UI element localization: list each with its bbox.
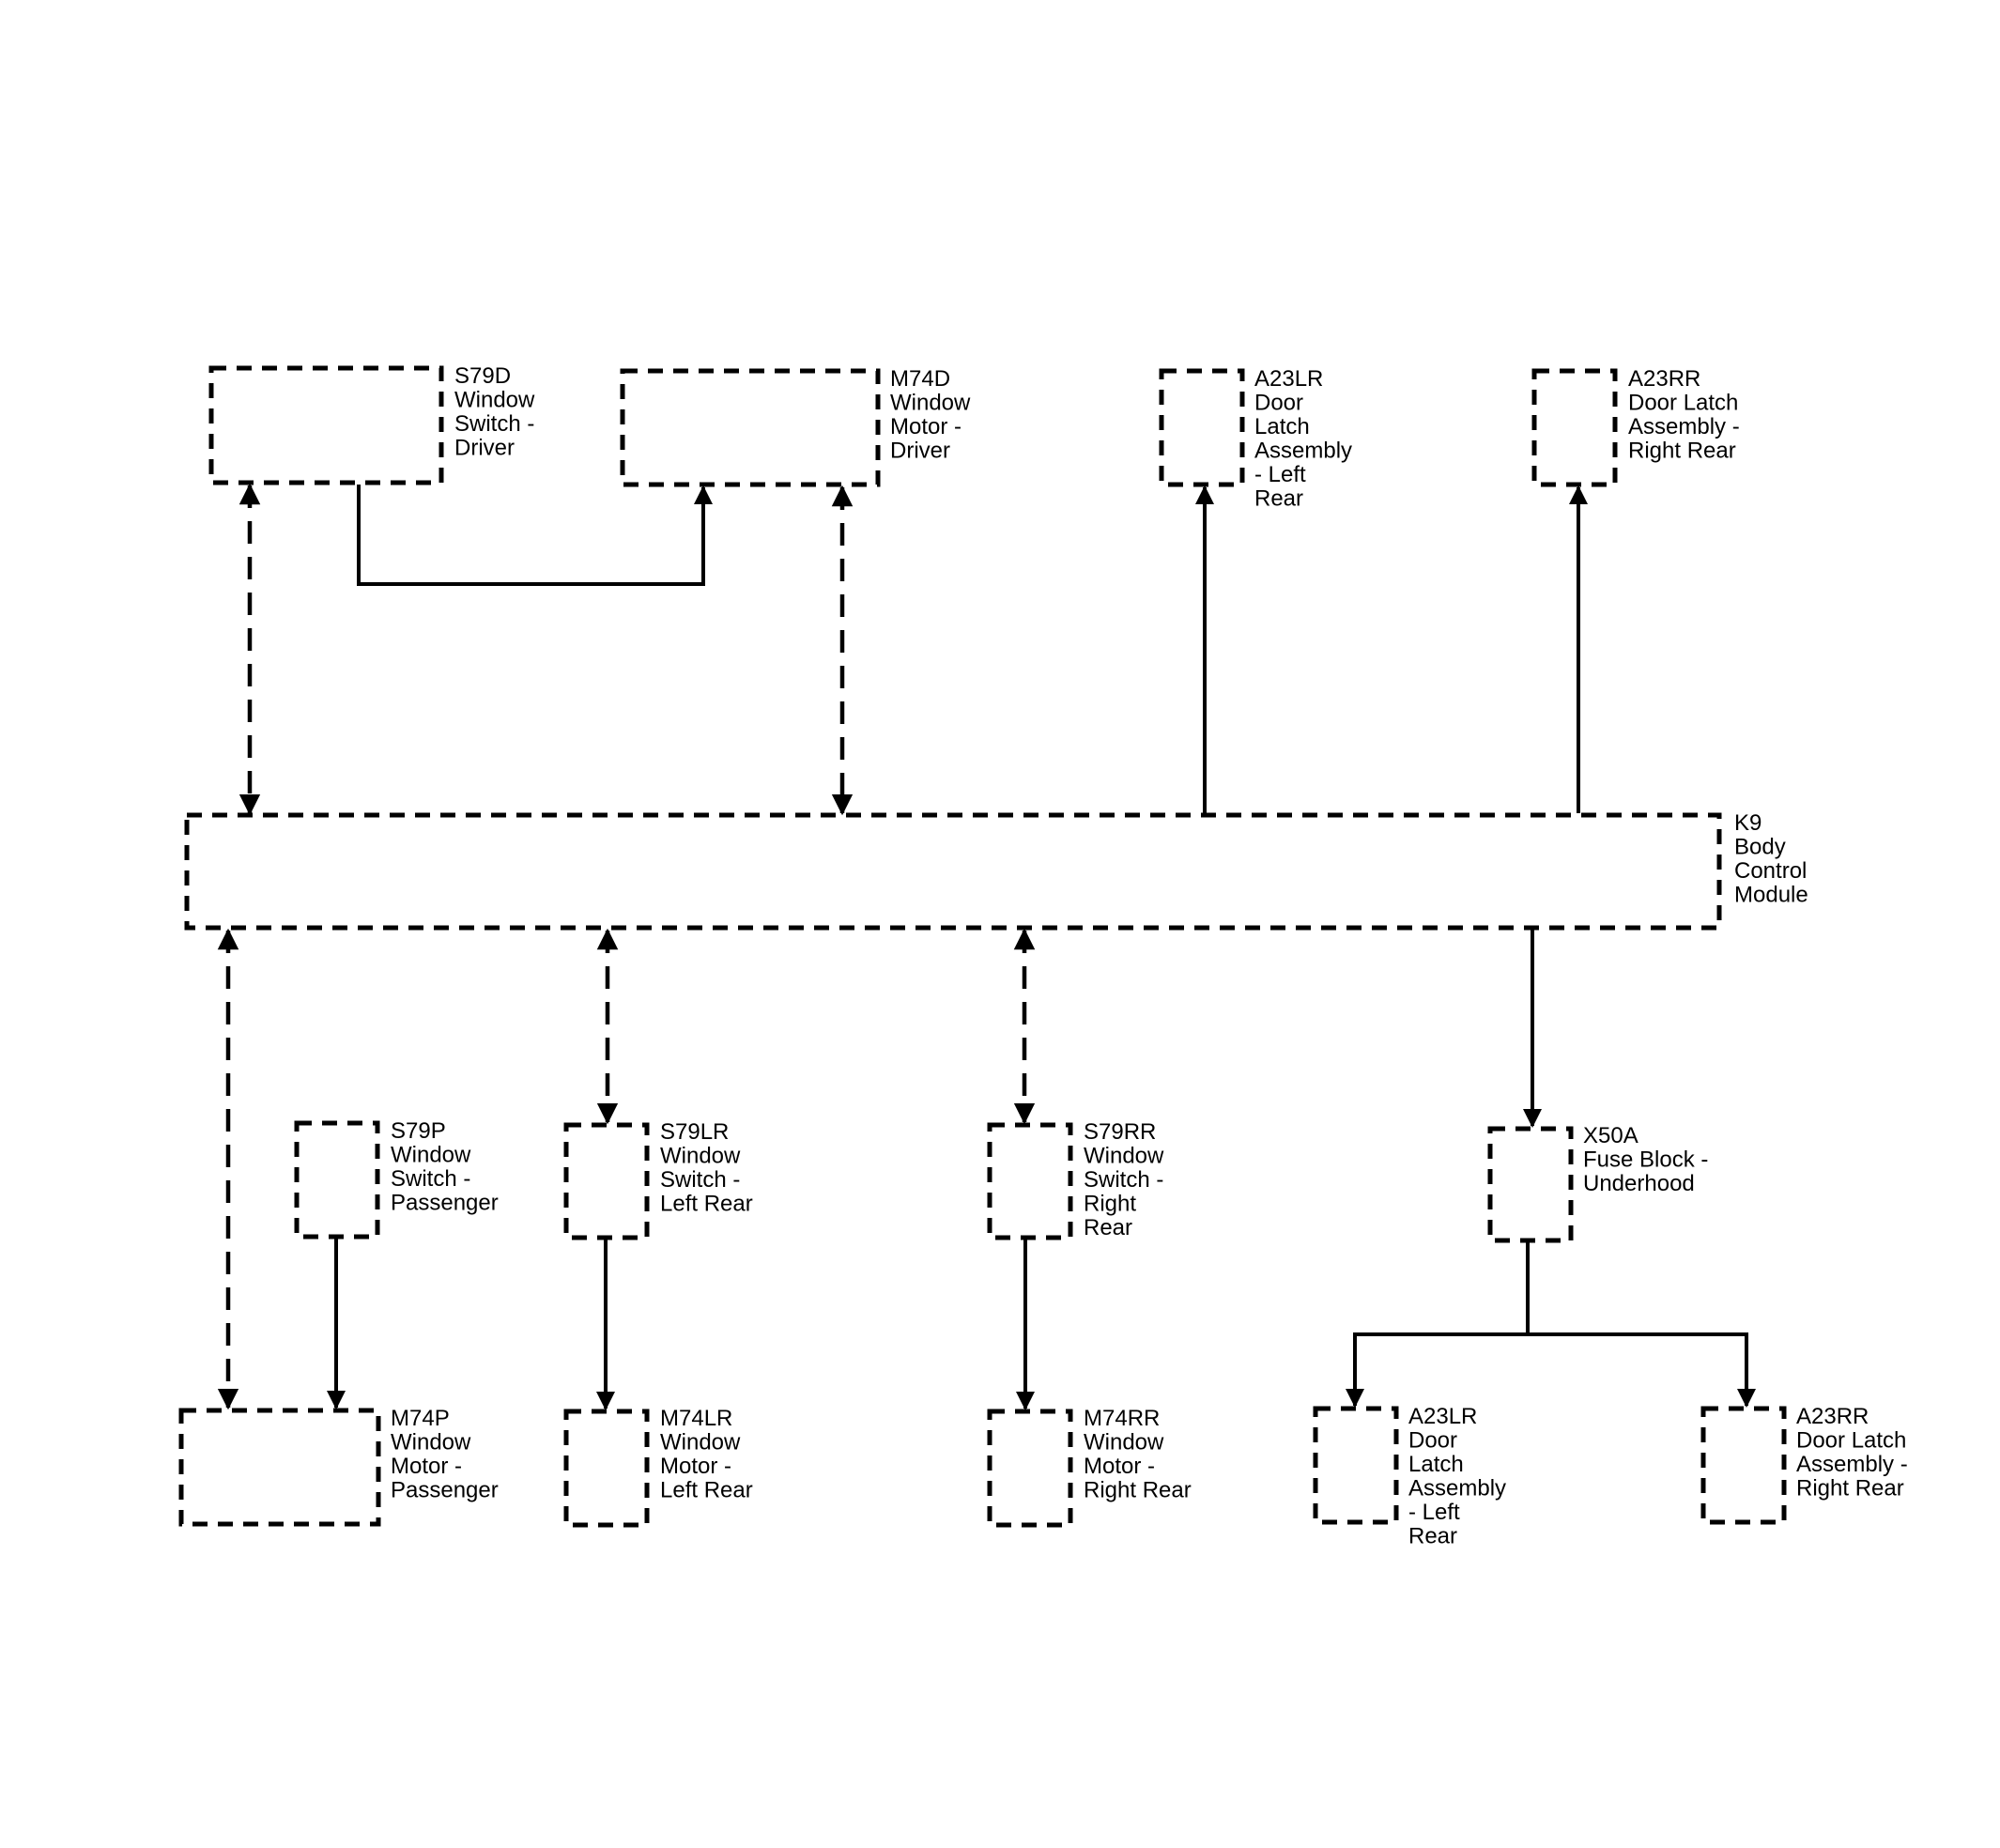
label-line: Door Latch (1796, 1428, 1906, 1454)
label-line: - Left (1408, 1500, 1460, 1525)
label-line: Assembly (1254, 439, 1352, 464)
label-line: Assembly - (1628, 414, 1740, 439)
label-line: Left Rear (660, 1192, 753, 1217)
label-line: Latch (1254, 414, 1310, 439)
label-line: Assembly (1408, 1476, 1506, 1502)
label-line: Driver (890, 439, 950, 464)
label-line: X50A (1583, 1123, 1638, 1148)
label-line: Driver (454, 436, 515, 461)
label-line: Right (1084, 1192, 1136, 1217)
label-line: M74LR (660, 1406, 732, 1431)
label-line: A23RR (1796, 1404, 1869, 1429)
a23rr-bot-box (1700, 1406, 1787, 1525)
a23lr-bot-box (1313, 1406, 1399, 1525)
label-line: S79LR (660, 1119, 729, 1145)
label-line: Right Rear (1796, 1476, 1904, 1502)
s79d-box (208, 365, 444, 485)
label-line: Passenger (391, 1191, 499, 1216)
wire-x50a-a23rr-bot (1528, 1332, 1756, 1408)
label-line: Motor - (1084, 1454, 1155, 1479)
label-line: Door (1408, 1428, 1457, 1454)
label-line: Window (660, 1430, 741, 1455)
label-line: Motor - (890, 414, 962, 439)
label-line: Control (1734, 858, 1807, 884)
label-line: M74D (890, 366, 950, 392)
label-line: - Left (1254, 462, 1306, 487)
s79p-box (294, 1120, 380, 1240)
label-line: Switch - (1084, 1167, 1163, 1193)
label-line: Right Rear (1628, 439, 1736, 464)
label-line: Passenger (391, 1478, 499, 1503)
k9-box (184, 812, 1722, 931)
label-line: Left Rear (660, 1478, 753, 1503)
label-line: Switch - (660, 1167, 740, 1193)
label-line: Body (1734, 835, 1786, 860)
wire-s79d-m74d (357, 485, 713, 586)
label-line: Window (1084, 1430, 1164, 1455)
label-line: S79RR (1084, 1119, 1156, 1145)
label-line: Module (1734, 883, 1808, 908)
label-line: Underhood (1583, 1171, 1695, 1196)
label-line: Switch - (454, 411, 534, 437)
label-line: Rear (1084, 1215, 1132, 1240)
label-line: Window (391, 1430, 471, 1455)
label-line: Fuse Block - (1583, 1147, 1708, 1173)
a23rr-top-box (1531, 368, 1618, 487)
label-line: S79P (391, 1118, 446, 1144)
label-line: Window (660, 1144, 741, 1169)
m74p-box (178, 1408, 381, 1527)
wire-x50a-a23lr-bot (1346, 1332, 1528, 1408)
label-line: A23LR (1408, 1404, 1477, 1429)
label-line: Right Rear (1084, 1478, 1192, 1503)
label-line: Switch - (391, 1166, 470, 1192)
label-line: Rear (1408, 1524, 1457, 1549)
s79rr-box (987, 1122, 1073, 1240)
label-line: Door (1254, 391, 1303, 416)
label-line: Window (454, 388, 535, 413)
x50a-box (1487, 1126, 1574, 1243)
label-line: M74RR (1084, 1406, 1160, 1431)
a23lr-top-box (1159, 368, 1245, 487)
label-line: K9 (1734, 810, 1762, 836)
label-line: Window (1084, 1144, 1164, 1169)
label-line: Rear (1254, 486, 1303, 512)
label-line: Latch (1408, 1452, 1464, 1477)
m74rr-box (987, 1409, 1073, 1528)
label-line: Motor - (660, 1454, 731, 1479)
label-line: A23RR (1628, 366, 1700, 392)
label-line: Window (391, 1143, 471, 1168)
label-line: Door Latch (1628, 391, 1738, 416)
label-line: Assembly - (1796, 1452, 1908, 1477)
label-line: M74P (391, 1406, 450, 1431)
label-line: Window (890, 391, 971, 416)
label-line: Motor - (391, 1454, 462, 1479)
label-line: A23LR (1254, 366, 1323, 392)
m74d-box (620, 368, 881, 487)
m74lr-box (563, 1409, 650, 1528)
label-line: S79D (454, 363, 511, 389)
s79lr-box (563, 1122, 650, 1240)
